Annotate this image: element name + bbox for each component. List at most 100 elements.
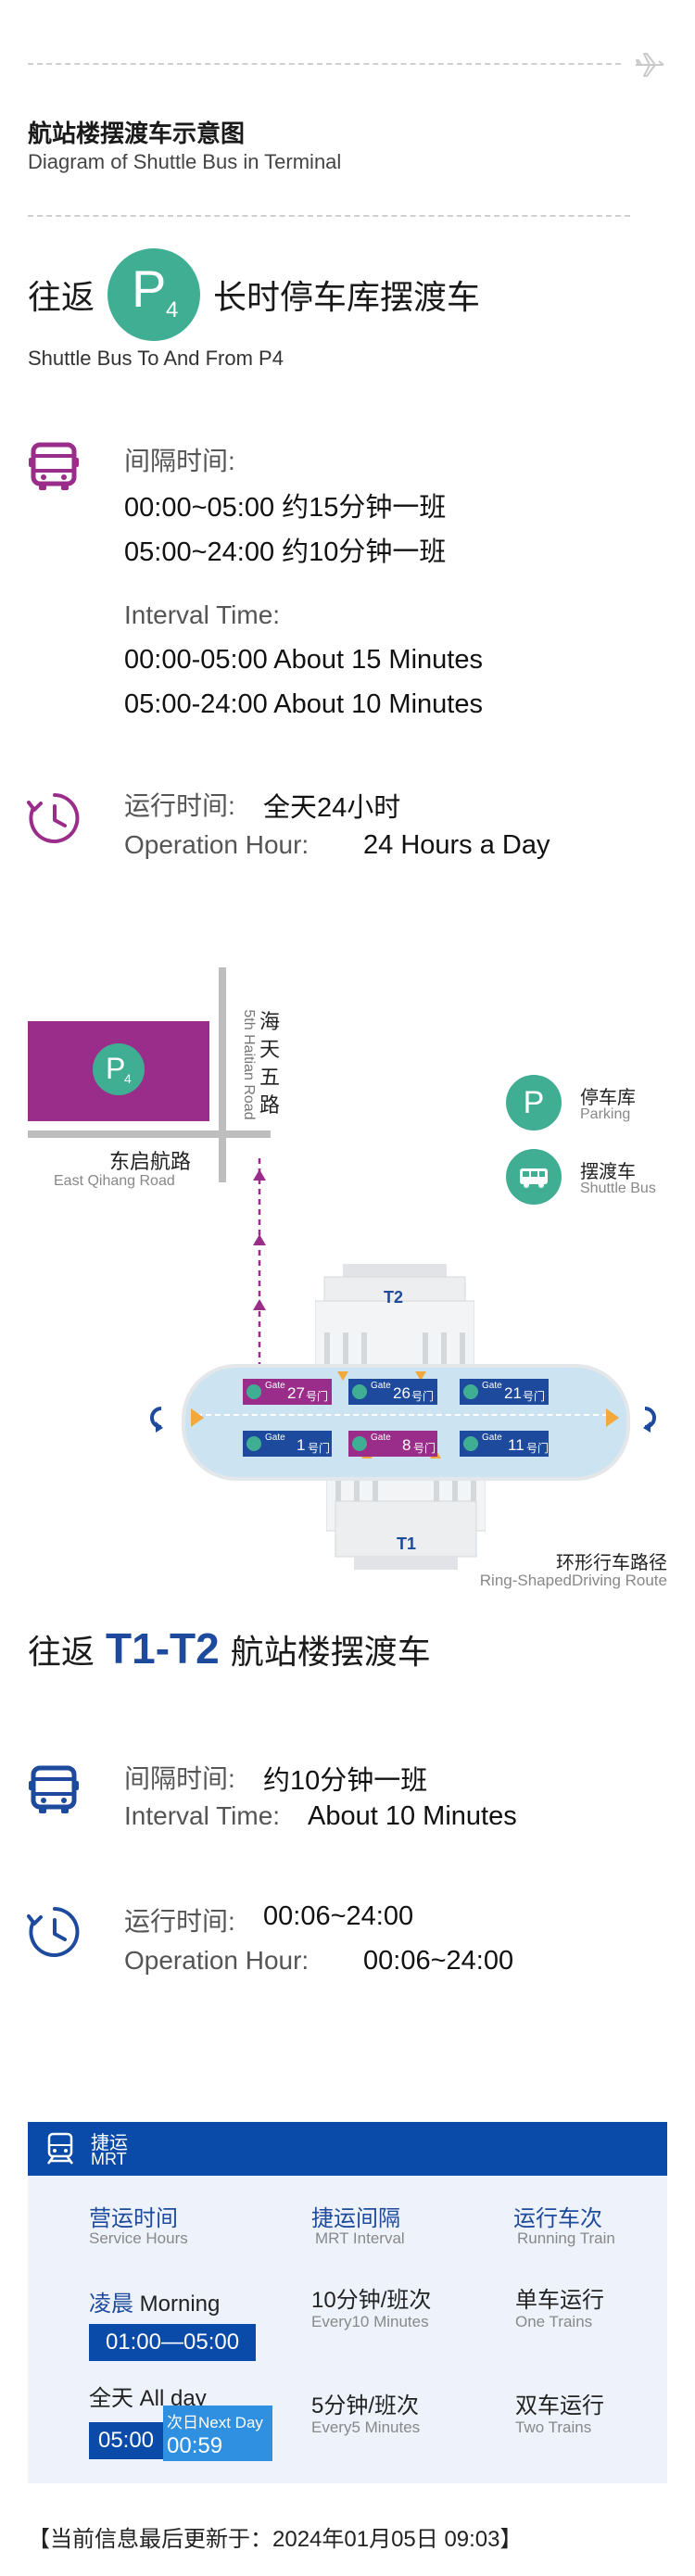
ring-route-label-zh: 环形行车路径 (556, 1553, 667, 1573)
p4-interval-label: 间隔时间: (124, 447, 235, 475)
gate-27: Gate 27 号门 (243, 1379, 332, 1405)
gate-word: Gate (482, 1381, 502, 1391)
col-mrt-interval-en: MRT Interval (315, 2229, 405, 2247)
gate-26: Gate 26 号门 (348, 1379, 437, 1405)
legend-shuttle-icon (506, 1149, 562, 1205)
row-morning-interval-en: Every10 Minutes (311, 2313, 429, 2330)
row-allday-train-en: Two Trains (515, 2418, 592, 2436)
mrt-header: 捷运 MRT (28, 2122, 667, 2176)
gate-unit: 号门 (306, 1390, 329, 1403)
mrt-title-en: MRT (91, 2150, 127, 2168)
gate-unit: 号门 (526, 1442, 550, 1455)
parking-badge-letter: P (106, 1052, 126, 1085)
gate-icon (463, 1436, 478, 1451)
col-running-train: 运行车次 (513, 2206, 602, 2231)
col-mrt-interval: 捷运间隔 (311, 2206, 400, 2231)
u-turn-right-icon (643, 1407, 656, 1433)
horizontal-road (28, 1130, 271, 1138)
row-allday-next-day-label: 次日Next Day (167, 2414, 263, 2431)
gate-8: Gate 8 号门 (348, 1431, 437, 1457)
gate-unit: 号门 (413, 1442, 436, 1455)
gate-icon (463, 1384, 478, 1399)
gate-number: 21 (504, 1384, 522, 1402)
t12-title-highlight: T1-T2 (106, 1624, 220, 1673)
terminal-t2-label: T2 (384, 1288, 404, 1307)
terminal-t1-label: T1 (397, 1534, 417, 1553)
row-allday-train: 双车运行 (515, 2393, 604, 2418)
row-morning-time: 01:00—05:00 (89, 2324, 256, 2361)
gate-number: 8 (402, 1436, 411, 1454)
p4-badge: P 4 (107, 248, 201, 341)
gate-word: Gate (482, 1433, 502, 1443)
vertical-road (219, 967, 226, 1182)
parking-area: P 4 (28, 1021, 209, 1121)
page-subtitle: Diagram of Shuttle Bus in Terminal (28, 150, 342, 173)
t12-title-prefix: 往返 (28, 1633, 95, 1671)
gate-number: 1 (297, 1436, 306, 1454)
gate-21: Gate 21 号门 (460, 1379, 549, 1405)
ring-arrow-right (606, 1408, 619, 1427)
row-allday-interval: 5分钟/班次 (311, 2393, 420, 2418)
p4-op-label: 运行时间: (124, 791, 235, 820)
vertical-road-label-zh: 海 天 五 路 (259, 1008, 282, 1119)
col-running-train-en: Running Train (517, 2229, 615, 2247)
airplane-icon (636, 53, 664, 77)
terminal-t2-building (315, 1264, 474, 1372)
mrt-title: 捷运 (91, 2133, 128, 2153)
mrt-info-card: 捷运 MRT 营运时间 Service Hours 捷运间隔 MRT Inter… (28, 2122, 667, 2483)
gate-word: Gate (265, 1433, 285, 1443)
p4-title-suffix: 长时停车库摆渡车 (213, 278, 481, 316)
ring-arrow-left (191, 1408, 204, 1427)
clock-icon (27, 1907, 80, 1957)
gate-unit: 号门 (308, 1442, 331, 1455)
p4-op-label-en: Operation Hour: (124, 830, 310, 859)
road-char: 海 (259, 1010, 281, 1033)
page-title: 航站楼摆渡车示意图 (28, 120, 246, 147)
last-updated: 【当前信息最后更新于：2024年01月05日 09:03】 (28, 2527, 523, 2552)
gate-icon (352, 1384, 367, 1399)
p4-op-value-en: 24 Hours a Day (363, 830, 550, 860)
parking-badge-sub: 4 (124, 1071, 132, 1086)
legend-shuttle-en: Shuttle Bus (580, 1181, 656, 1196)
legend-shuttle-zh: 摆渡车 (580, 1162, 636, 1182)
t12-op-label: 运行时间: (124, 1907, 235, 1936)
shuttle-route-map: 5th Haitian Road 海 天 五 路 东启航路 East Qihan… (0, 945, 695, 1594)
legend-parking-en: Parking (580, 1106, 631, 1122)
t12-section-title: 往返 T1-T2 航站楼摆渡车 (28, 1623, 431, 1673)
gate-word: Gate (371, 1433, 391, 1443)
row-morning-interval: 10分钟/班次 (311, 2288, 432, 2313)
u-turn-left-icon (150, 1407, 163, 1433)
p4-section-title: 往返 P 4 长时停车库摆渡车 (28, 248, 480, 341)
ring-inner (196, 1414, 608, 1416)
legend-parking-icon: P (506, 1075, 562, 1130)
road-char: 天 (259, 1038, 281, 1061)
gate-number: 27 (287, 1384, 305, 1402)
road-char: 五 (259, 1066, 281, 1089)
parking-badge: P 4 (93, 1043, 145, 1095)
p4-title-prefix: 往返 (28, 278, 95, 316)
header-divider (28, 215, 630, 217)
p4-interval-line-en-2: 05:00-24:00 About 10 Minutes (124, 689, 483, 719)
gate-1: Gate 1 号门 (243, 1431, 332, 1457)
train-icon (46, 2132, 74, 2165)
row-allday-label-zh: 全天 (89, 2386, 133, 2411)
row-allday-end: 00:59 (167, 2433, 223, 2458)
gate-word: Gate (265, 1381, 285, 1391)
top-divider (28, 63, 621, 65)
gate-word: Gate (371, 1381, 391, 1391)
row-allday-next-day: 次日Next Day 00:59 (163, 2406, 272, 2461)
gate-11: Gate 11 号门 (460, 1431, 549, 1457)
row-morning-label-en: Morning (139, 2292, 221, 2317)
gate-unit: 号门 (411, 1390, 435, 1403)
p4-interval-line-2: 05:00~24:00 约10分钟一班 (124, 537, 447, 567)
row-morning-train: 单车运行 (515, 2288, 604, 2313)
t12-interval-value-en: About 10 Minutes (308, 1801, 517, 1831)
row-morning-train-en: One Trains (515, 2313, 593, 2330)
bus-icon (29, 1765, 79, 1813)
horizontal-road-label-zh: 东启航路 (109, 1150, 192, 1173)
p4-interval-line-en-1: 00:00-05:00 About 15 Minutes (124, 645, 483, 675)
t12-op-value: 00:06~24:00 (263, 1901, 414, 1931)
legend-parking-zh: 停车库 (580, 1088, 636, 1108)
t12-op-label-en: Operation Hour: (124, 1946, 310, 1975)
t12-interval-label-en: Interval Time: (124, 1801, 281, 1830)
